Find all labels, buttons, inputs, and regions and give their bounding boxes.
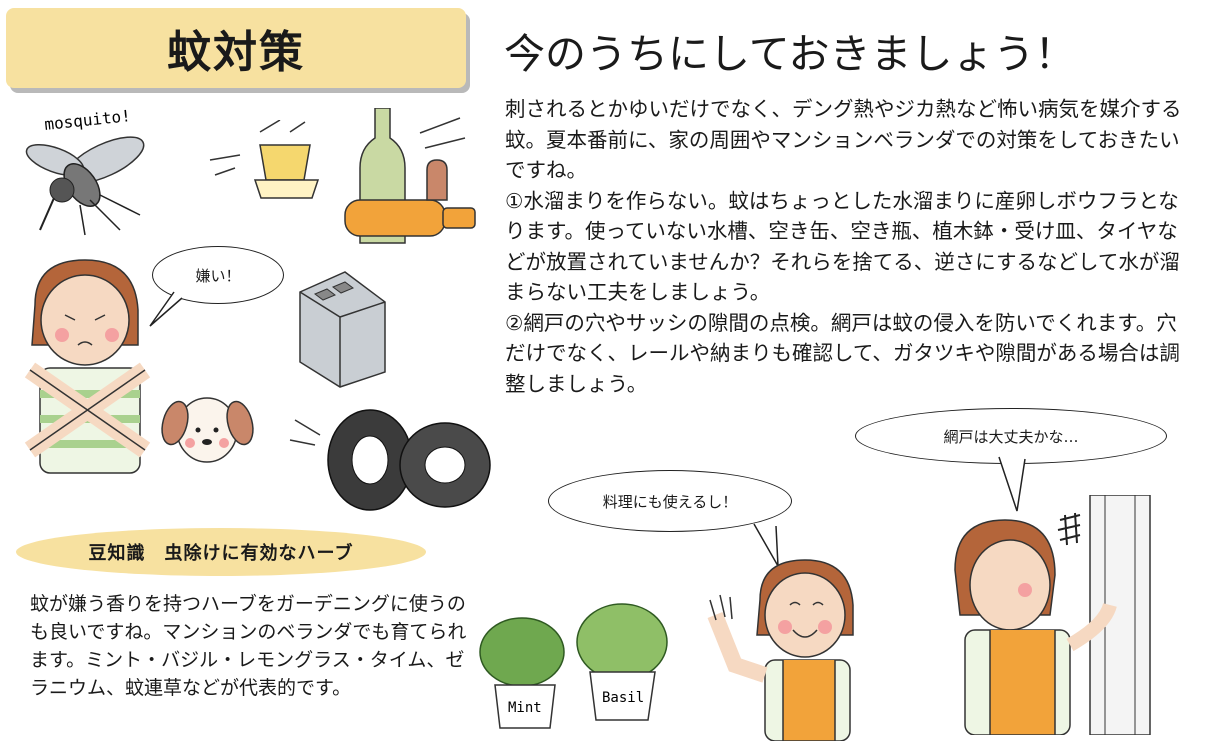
bottles-illustration xyxy=(344,108,476,244)
bubble-cooking-text: 料理にも使えるし！ xyxy=(602,492,738,511)
girl-dislike-illustration xyxy=(24,259,151,474)
mosquito-illustration: mosquito! xyxy=(25,106,145,236)
dog-illustration xyxy=(161,397,254,463)
headline: 今のうちにしておきましょう！ xyxy=(504,30,1076,78)
intro-paragraph: 刺されるとかゆいだけでなく、デング熱やジカ熱など怖い病気を媒介する蚊。夏本番前に… xyxy=(505,97,1182,182)
bubble-tail-screen xyxy=(998,456,1026,512)
tip-heading-badge: 豆知識 虫除けに有効なハーブ xyxy=(16,528,426,576)
point-2-paragraph: ②網戸の穴やサッシの隙間の点検。網戸は蚊の侵入を防いでくれます。穴だけでなく、レ… xyxy=(505,310,1180,396)
tip-text: 蚊が嫌う香りを持つハーブをガーデニングに使うのも良いですね。マンションのベランダ… xyxy=(30,593,467,699)
speech-bubble-cooking: 料理にも使えるし！ xyxy=(548,470,792,532)
girl-waving-illustration xyxy=(707,559,854,741)
point-1-paragraph: ①水溜まりを作らない。蚊はちょっとした水溜まりに産卵しボウフラとなります。使って… xyxy=(505,188,1180,305)
bubble-tail-dislike xyxy=(149,291,183,327)
concrete-block-illustration xyxy=(299,271,386,388)
basil-label: Basil xyxy=(602,690,644,706)
mosquito-label: mosquito! xyxy=(43,106,131,134)
page-title: 蚊対策 xyxy=(167,27,305,78)
tip-heading: 豆知識 虫除けに有効なハーブ xyxy=(88,543,354,564)
mint-label: Mint xyxy=(508,700,542,716)
containers-illustration xyxy=(209,120,320,199)
speech-bubble-screen: 網戸は大丈夫かな… xyxy=(855,408,1167,464)
bubble-screen-text: 網戸は大丈夫かな… xyxy=(943,427,1079,446)
girl-window-illustration xyxy=(954,495,1151,735)
body-text: 刺されるとかゆいだけでなく、デング熱やジカ熱など怖い病気を媒介する蚊。夏本番前に… xyxy=(505,94,1195,399)
herb-pots-illustration: Mint Basil xyxy=(479,603,668,729)
bubble-dislike-text: 嫌い！ xyxy=(195,266,241,285)
tires-illustration xyxy=(289,409,491,511)
title-badge: 蚊対策 xyxy=(6,8,466,88)
